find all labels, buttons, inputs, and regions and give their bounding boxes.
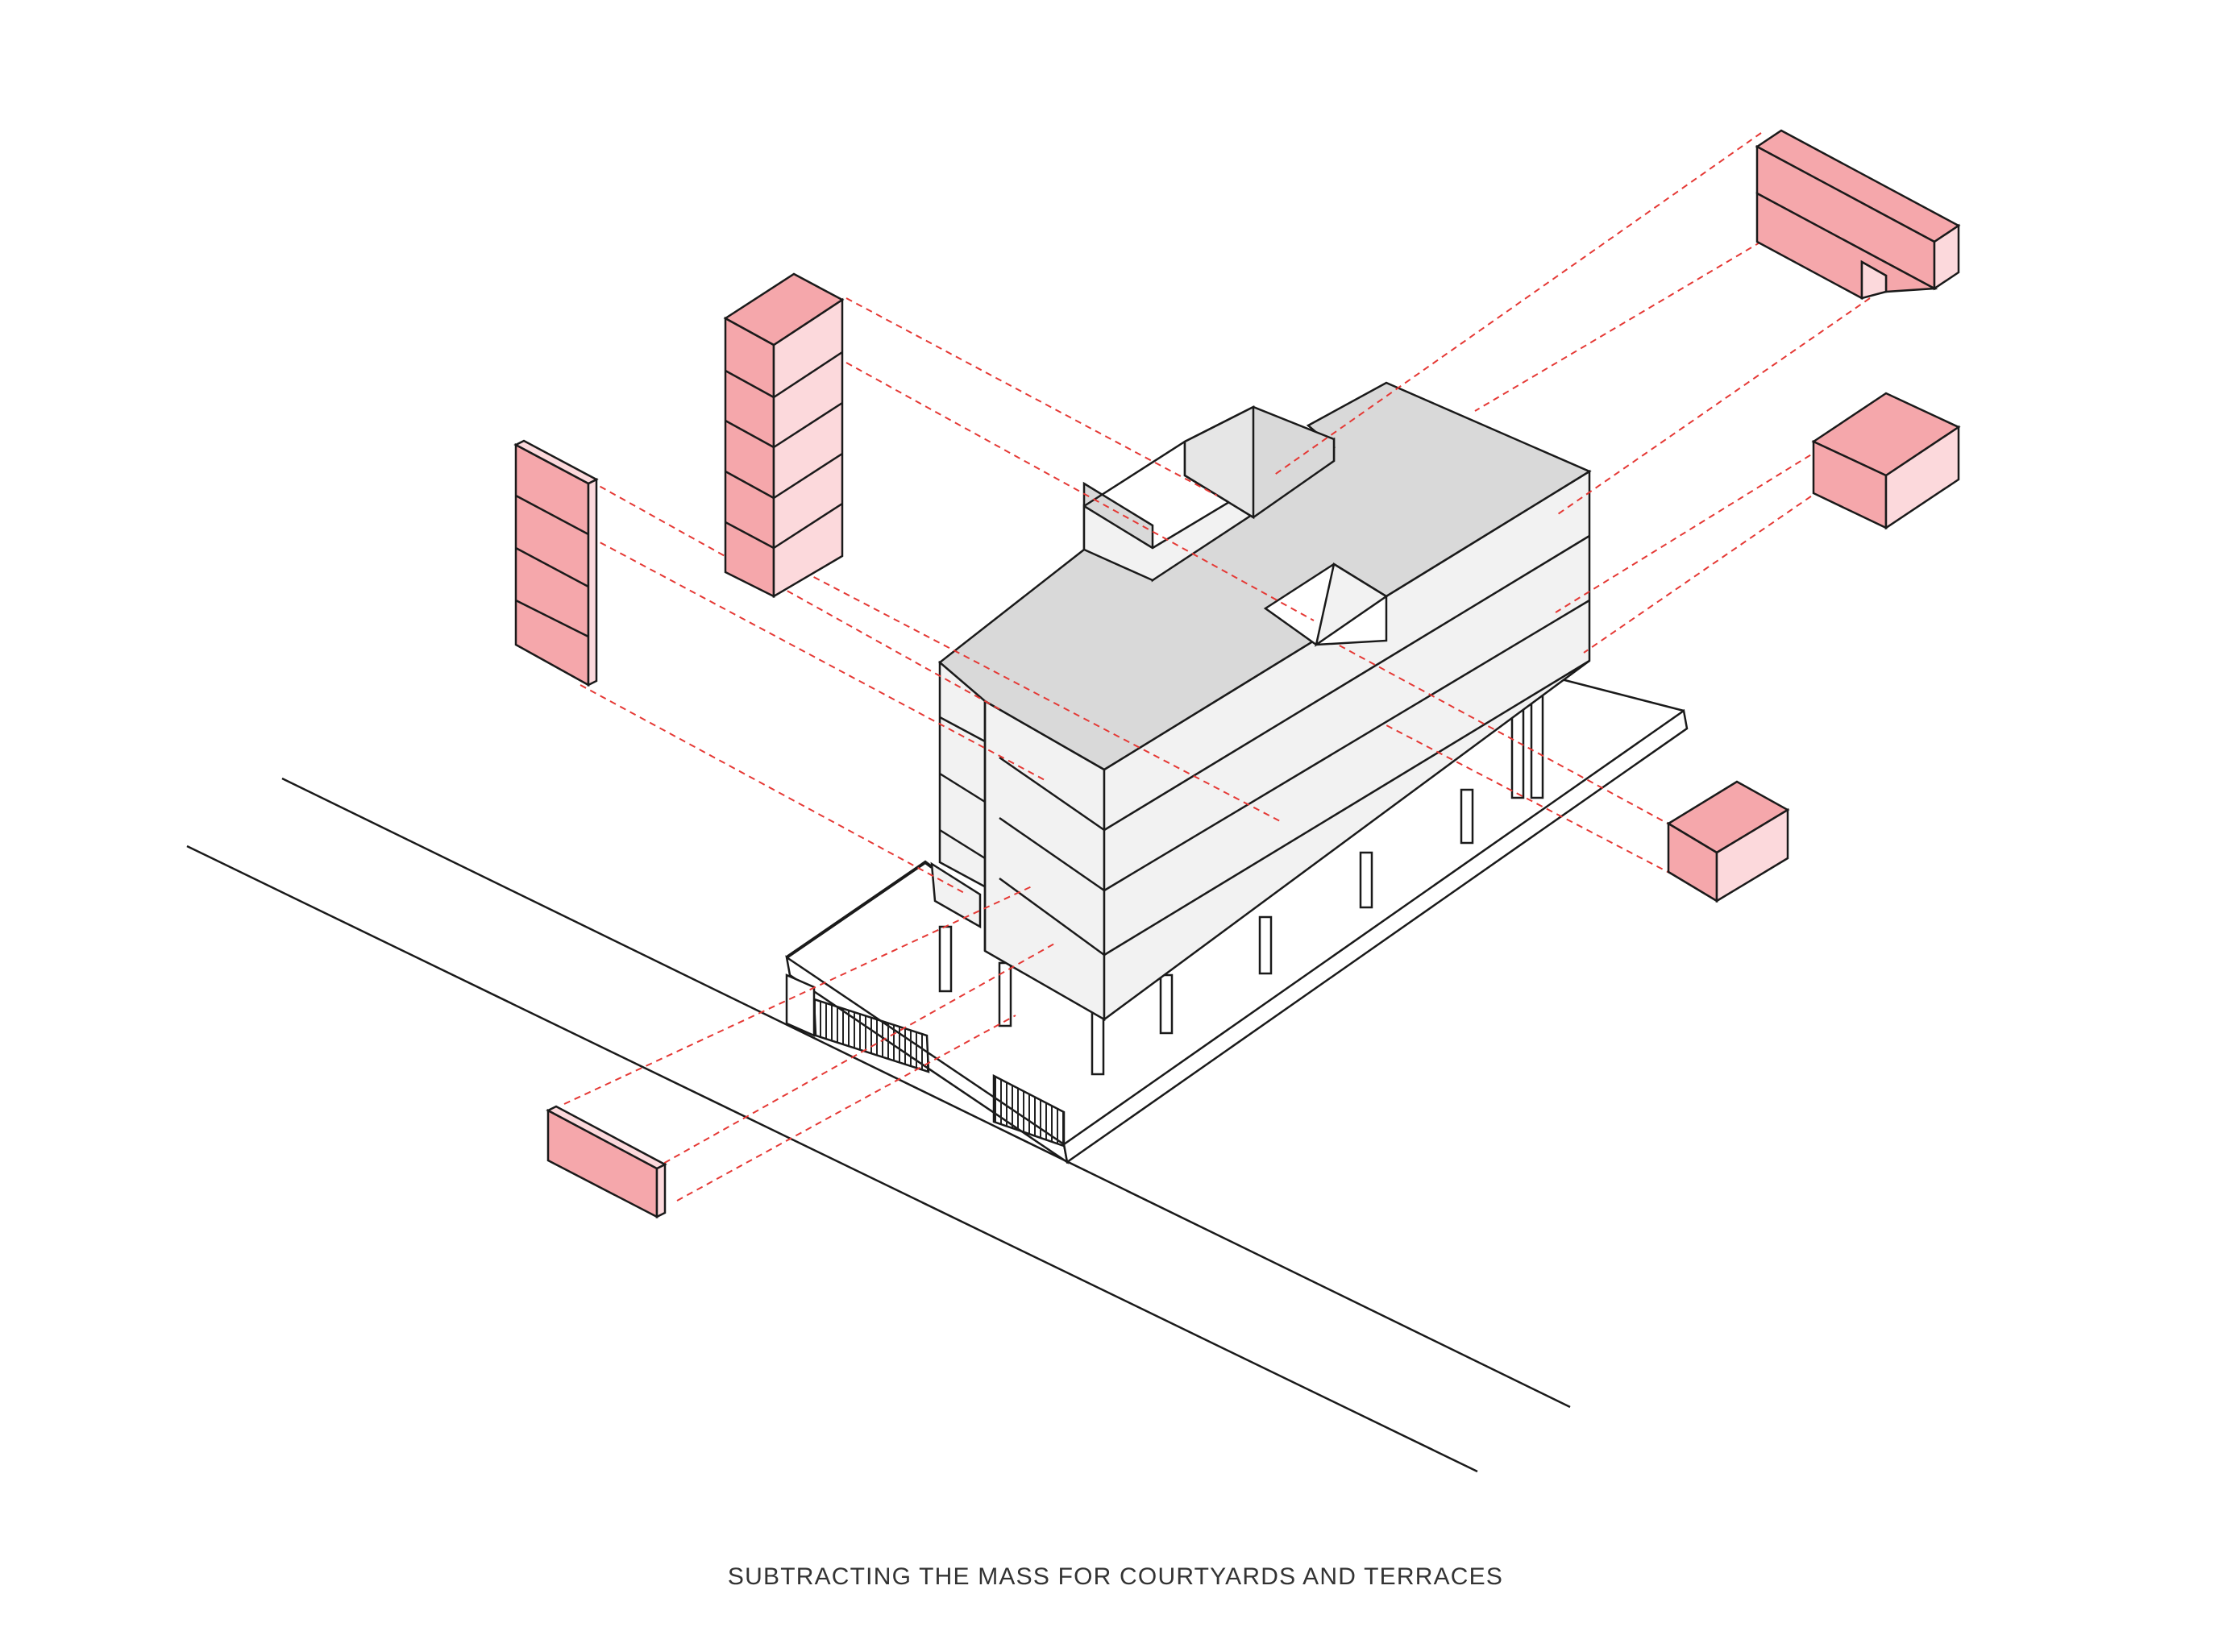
building-mass bbox=[930, 381, 1592, 1022]
entrance-gate-right bbox=[992, 1073, 1066, 1148]
street-lines bbox=[186, 777, 1571, 1473]
subtracted-block-lower-right bbox=[1666, 780, 1790, 903]
subtracted-tower-center bbox=[723, 272, 845, 599]
entrance-gate-left bbox=[785, 973, 930, 1073]
pilotis-columns bbox=[938, 691, 1544, 1076]
subtracted-block-top-right bbox=[1755, 129, 1961, 301]
subtracted-wall-front bbox=[546, 1105, 667, 1219]
subtracted-tower-left bbox=[513, 439, 599, 687]
diagram-caption: SUBTRACTING THE MASS FOR COURTYARDS AND … bbox=[727, 1563, 1504, 1590]
projection-lines bbox=[563, 132, 1871, 1202]
subtracted-block-right bbox=[1811, 392, 1961, 530]
